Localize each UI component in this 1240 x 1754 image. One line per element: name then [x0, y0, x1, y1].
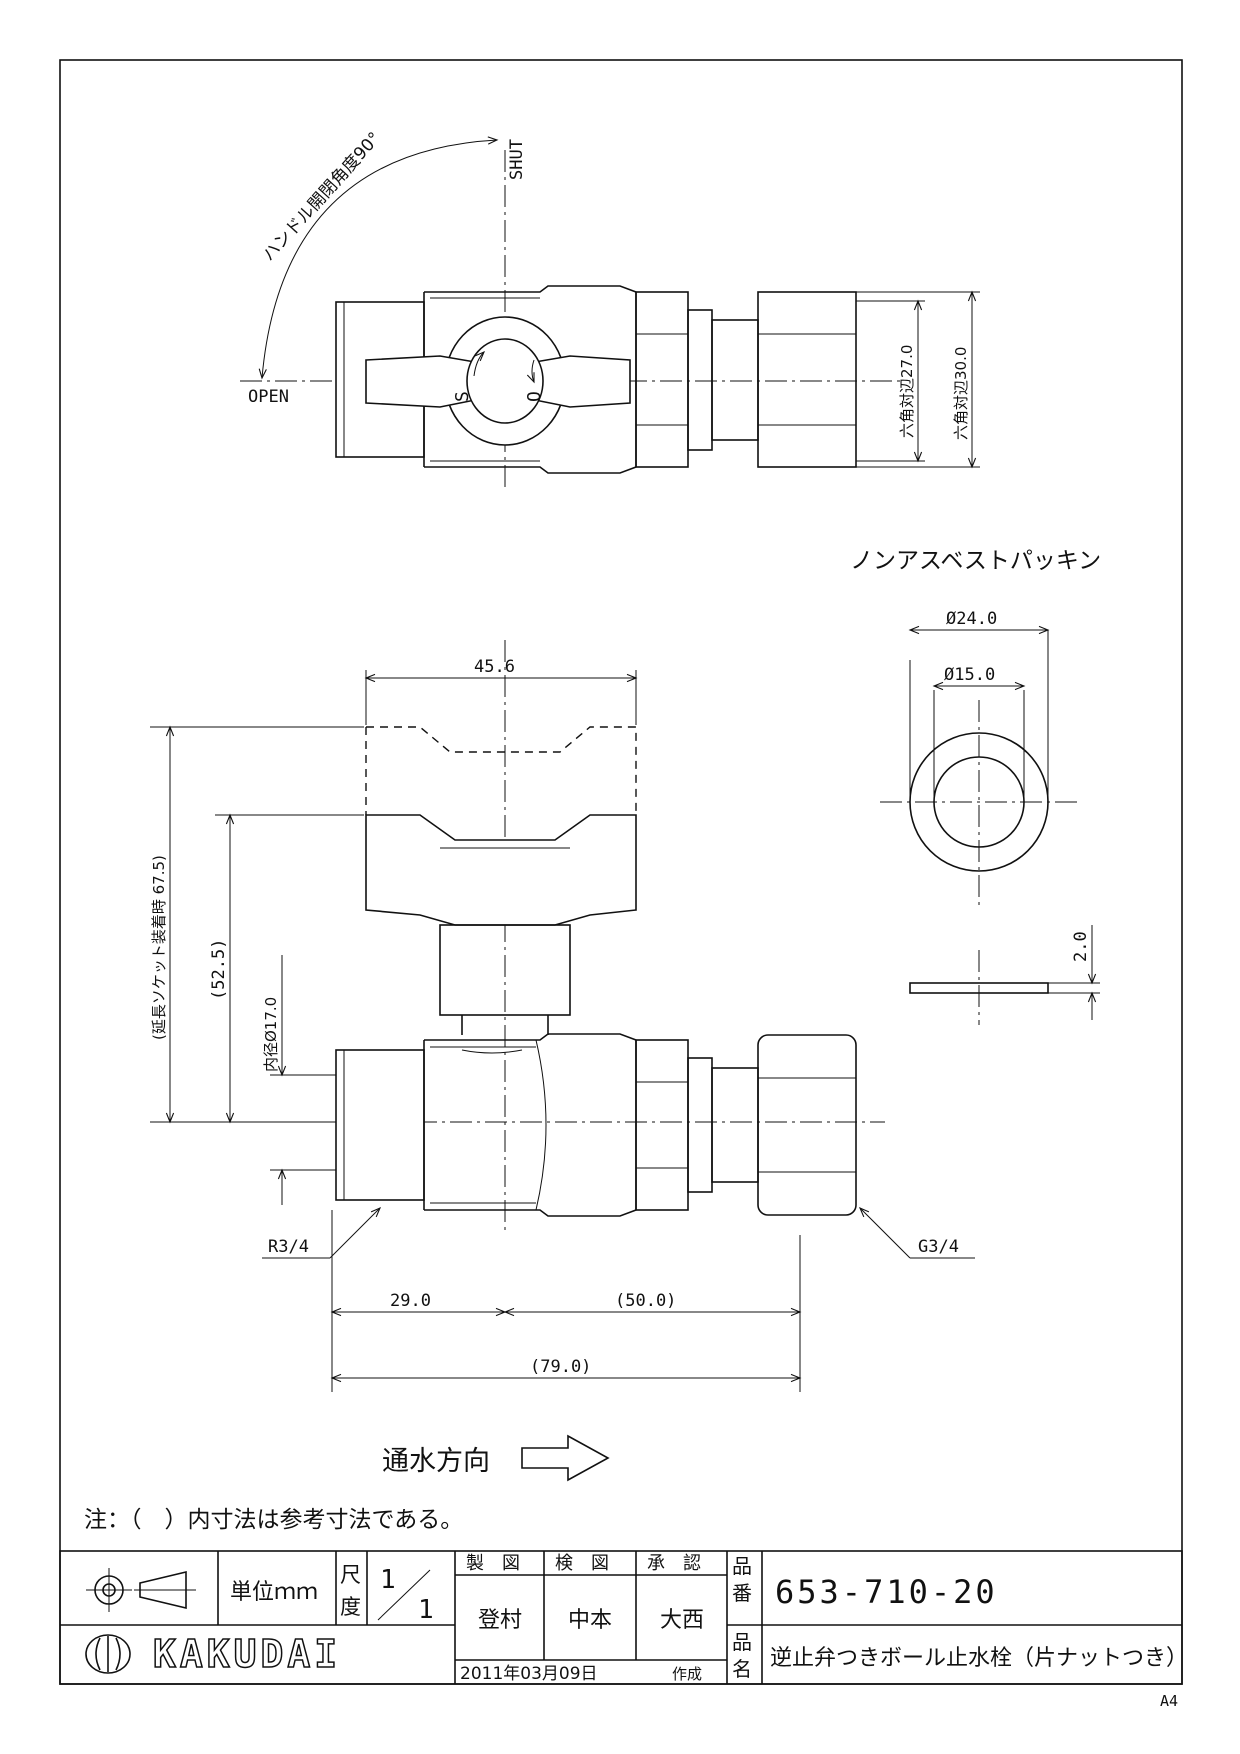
- open-label: OPEN: [248, 387, 289, 407]
- dim-socket-label: (延長ソケット装着時 67.5): [150, 855, 168, 1040]
- label-ban-1: 品: [732, 1554, 752, 1578]
- side-view: 45.6 (延長ソケット装着時 67.5) (52.5) 内径Ø17.0 R3/…: [150, 640, 975, 1392]
- projection-symbol-icon: [86, 1568, 196, 1612]
- hex30-label: 六角対辺30.0: [952, 347, 970, 440]
- approved-by: 大西: [660, 1608, 704, 1633]
- drawn-by: 登村: [478, 1608, 522, 1633]
- handle-s-label: S: [452, 391, 473, 402]
- angle-label: ハンドル開閉角度90°: [259, 128, 385, 265]
- dim-left-label: 29.0: [390, 1291, 431, 1311]
- dim-total-label: (79.0): [530, 1357, 591, 1377]
- packing-view: ノンアスベストパッキン Ø24.0 Ø15.0 2.0: [850, 548, 1101, 1025]
- drawing-date: 2011年03月09日: [460, 1664, 598, 1684]
- handle-o-label: O: [524, 391, 545, 402]
- header-approved: 承 認: [647, 1553, 701, 1574]
- shut-label: SHUT: [507, 139, 527, 180]
- label-ban-2: 番: [732, 1581, 752, 1605]
- flow-label: 通水方向: [382, 1446, 490, 1477]
- brand-logo-text: KAKUDAI: [153, 1632, 341, 1676]
- top-view: ハンドル開閉角度90° SHUT OPEN S O 六角対辺27.: [240, 128, 980, 490]
- note-text: 注：（ ）内寸法は参考寸法である。: [84, 1507, 463, 1533]
- thread-right-label: G3/4: [918, 1237, 959, 1257]
- checked-by: 中本: [568, 1608, 612, 1633]
- flow-arrow-icon: [521, 1434, 610, 1482]
- part-name: 逆止弁つきボール止水栓（片ナットつき）: [770, 1646, 1188, 1671]
- dim-inner-label: 内径Ø17.0: [262, 997, 280, 1072]
- scale-denominator: 1: [418, 1595, 434, 1625]
- sheet-size-label: A4: [1160, 1692, 1178, 1710]
- header-checked: 検 図: [555, 1553, 609, 1574]
- packing-title: ノンアスベストパッキン: [850, 548, 1101, 574]
- outer-dia-label: Ø24.0: [946, 609, 997, 629]
- kakudai-logo-icon: [85, 1634, 131, 1674]
- dim-height-label: (52.5): [209, 939, 229, 1000]
- title-block: 単位ｍｍ 尺 度 1 1 KAKUDAI 製 図 検 図 承 認 登村 中本 大…: [59, 1550, 1188, 1685]
- dim-right-label: (50.0): [615, 1291, 676, 1311]
- scale-label-2: 度: [340, 1595, 361, 1619]
- unit-label: 単位ｍｍ: [230, 1580, 318, 1605]
- inner-dia-label: Ø15.0: [944, 665, 995, 685]
- scale-numerator: 1: [380, 1565, 396, 1595]
- header-drawn: 製 図: [466, 1553, 520, 1574]
- hex27-label: 六角対辺27.0: [898, 345, 916, 438]
- flow-direction: 通水方向: [382, 1434, 610, 1482]
- part-number: 653-710-20: [775, 1573, 998, 1611]
- created-label: 作成: [672, 1665, 702, 1683]
- scale-label-1: 尺: [340, 1563, 361, 1587]
- thickness-label: 2.0: [1071, 931, 1091, 962]
- label-mei-2: 名: [732, 1657, 752, 1681]
- label-mei-1: 品: [732, 1630, 752, 1654]
- dim-width-label: 45.6: [474, 657, 515, 677]
- thread-left-label: R3/4: [268, 1237, 309, 1257]
